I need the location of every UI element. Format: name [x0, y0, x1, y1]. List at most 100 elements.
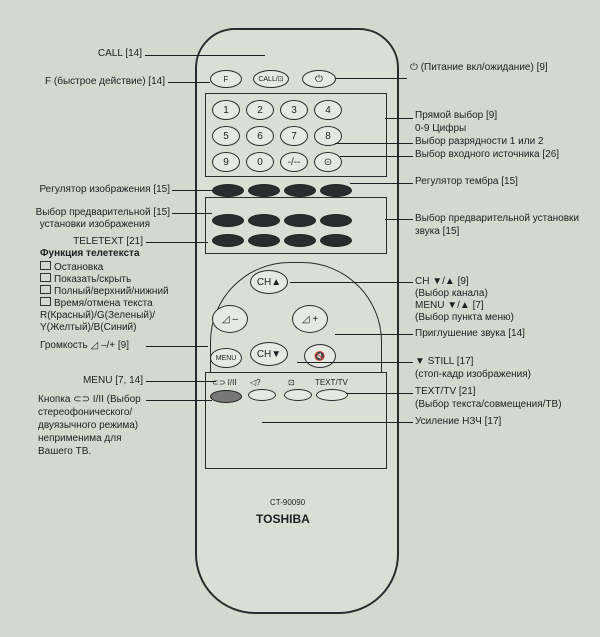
stereo-note: двуязычного режима): [38, 420, 139, 431]
ch-note: (Выбор пункта меню): [415, 312, 514, 323]
bass-label: ◁?: [250, 378, 261, 387]
label-teletext: TELETEXT [21]: [73, 236, 143, 247]
ch-up-button[interactable]: CH▲: [250, 270, 288, 294]
teletext-button[interactable]: [248, 214, 280, 227]
label-digit-select: Выбор разрядности 1 или 2: [415, 136, 544, 147]
teletext-button[interactable]: [212, 214, 244, 227]
teletext-item: Остановка: [40, 261, 103, 274]
stereo-note: Кнопка ⊂⊃ I/II (Выбор: [38, 394, 141, 405]
label-mute: Приглушение звука [14]: [415, 328, 525, 339]
key-button[interactable]: 3: [280, 100, 308, 120]
label-input: Выбор входного источника [26]: [415, 149, 560, 160]
label-power: ⏻ (Питание вкл/ожидание) [9]: [410, 62, 548, 73]
tone-button[interactable]: [320, 184, 352, 197]
stereo-note: стереофонического/: [38, 407, 133, 418]
teletext-item: Полный/верхний/нижний: [40, 285, 169, 298]
teletext-title: Функция телетекста: [40, 248, 140, 259]
stereo-label: ⊂⊃ I/II: [212, 378, 237, 387]
bass-button[interactable]: [248, 389, 276, 401]
stereo-button[interactable]: [210, 390, 242, 403]
digit-button[interactable]: [284, 184, 316, 197]
teletext-button[interactable]: [284, 214, 316, 227]
key-label: 6: [257, 130, 263, 142]
model-number: CT-90090: [270, 498, 306, 507]
key-label: 5: [223, 130, 229, 142]
bottom-box: [205, 372, 387, 469]
stereo-note: неприменима для: [38, 433, 122, 444]
key-label: 3: [291, 104, 297, 116]
keypad-box: [205, 93, 387, 177]
teletext-button[interactable]: [320, 214, 352, 227]
volume-down-button[interactable]: ◿ –: [212, 305, 248, 333]
key-button[interactable]: 9: [212, 152, 240, 172]
key-label: ⊙: [323, 156, 333, 168]
teletext-item: Показать/скрыть: [40, 273, 131, 286]
label-bass: Усиление НЗЧ [17]: [415, 416, 502, 427]
ch-note: CH ▼/▲ [9]: [415, 276, 469, 287]
label-menu: MENU [7, 14]: [82, 375, 143, 386]
text-tv-label: TEXT/TV: [315, 378, 348, 387]
mute-icon: 🔇: [314, 350, 326, 361]
label-direct: Прямой выбор [9]: [415, 110, 498, 121]
key-button[interactable]: 5: [212, 126, 240, 146]
colors-1: R(Красный)/G(Зеленый)/: [40, 310, 156, 321]
key-button[interactable]: 7: [280, 126, 308, 146]
key-button[interactable]: 6: [246, 126, 274, 146]
color-button[interactable]: [284, 234, 316, 247]
f-button[interactable]: F: [210, 70, 242, 88]
key-button[interactable]: 2: [246, 100, 274, 120]
label-still-2: (стоп-кадр изображения): [415, 369, 532, 380]
key-button[interactable]: 1: [212, 100, 240, 120]
key-label: 2: [257, 104, 263, 116]
label-text-tv-2: (Выбор текста/совмещения/ТВ): [415, 399, 562, 410]
picture-button[interactable]: [212, 184, 244, 197]
label-volume: Громкость ◿ –/+ [9]: [40, 340, 130, 351]
colors-2: Y(Желтый)/B(Синий): [40, 322, 137, 333]
teletext-item-label: Остановка: [54, 262, 104, 273]
ch-note: (Выбор канала): [415, 288, 488, 299]
key-label: 7: [291, 130, 297, 142]
label-call: CALL [14]: [97, 48, 142, 59]
label-still: ▼ STILL [17]: [415, 356, 474, 367]
mute-button[interactable]: 🔇: [304, 344, 336, 368]
preset-button[interactable]: [248, 184, 280, 197]
text-tv-button[interactable]: [316, 389, 348, 401]
color-button[interactable]: [212, 234, 244, 247]
color-button[interactable]: [320, 234, 352, 247]
key-button[interactable]: 8: [314, 126, 342, 146]
key-button[interactable]: -/--: [280, 152, 308, 172]
menu-button[interactable]: MENU: [210, 348, 242, 368]
label-sound-preset: Выбор предварительной установки: [415, 213, 580, 224]
label-picture-preset: Выбор предварительной [15]: [35, 207, 170, 218]
label-digits-0-9: 0-9 Цифры: [415, 123, 467, 134]
key-button[interactable]: 4: [314, 100, 342, 120]
color-button[interactable]: [248, 234, 280, 247]
ch-note: MENU ▼/▲ [7]: [415, 300, 484, 311]
still-button[interactable]: [284, 389, 312, 401]
key-label: -/--: [287, 156, 301, 168]
ch-down-button[interactable]: CH▼: [250, 342, 288, 366]
key-label: 1: [223, 104, 229, 116]
label-picture: Регулятор изображения [15]: [39, 184, 170, 195]
key-button[interactable]: 0: [246, 152, 274, 172]
key-label: 9: [223, 156, 229, 168]
still-label: ⊡: [288, 378, 295, 387]
label-picture-preset-2: установки изображения: [39, 219, 150, 230]
key-label: 8: [325, 130, 331, 142]
teletext-key-icon: [40, 273, 51, 282]
teletext-key-icon: [40, 261, 51, 270]
power-icon: ⏻: [315, 73, 323, 85]
power-button[interactable]: ⏻: [302, 70, 336, 88]
teletext-item-label: Показать/скрыть: [54, 274, 132, 285]
teletext-key-icon: [40, 297, 51, 306]
brand-logo: TOSHIBA: [256, 512, 310, 526]
label-tone: Регулятор тембра [15]: [415, 176, 518, 187]
teletext-key-icon: [40, 285, 51, 294]
call-button[interactable]: CALL/⊡: [253, 70, 289, 88]
key-label: 0: [257, 156, 263, 168]
label-sound-preset-2: звука [15]: [415, 226, 460, 237]
volume-up-button[interactable]: ◿ +: [292, 305, 328, 333]
teletext-item-label: Полный/верхний/нижний: [54, 286, 169, 297]
key-button[interactable]: ⊙: [314, 152, 342, 172]
